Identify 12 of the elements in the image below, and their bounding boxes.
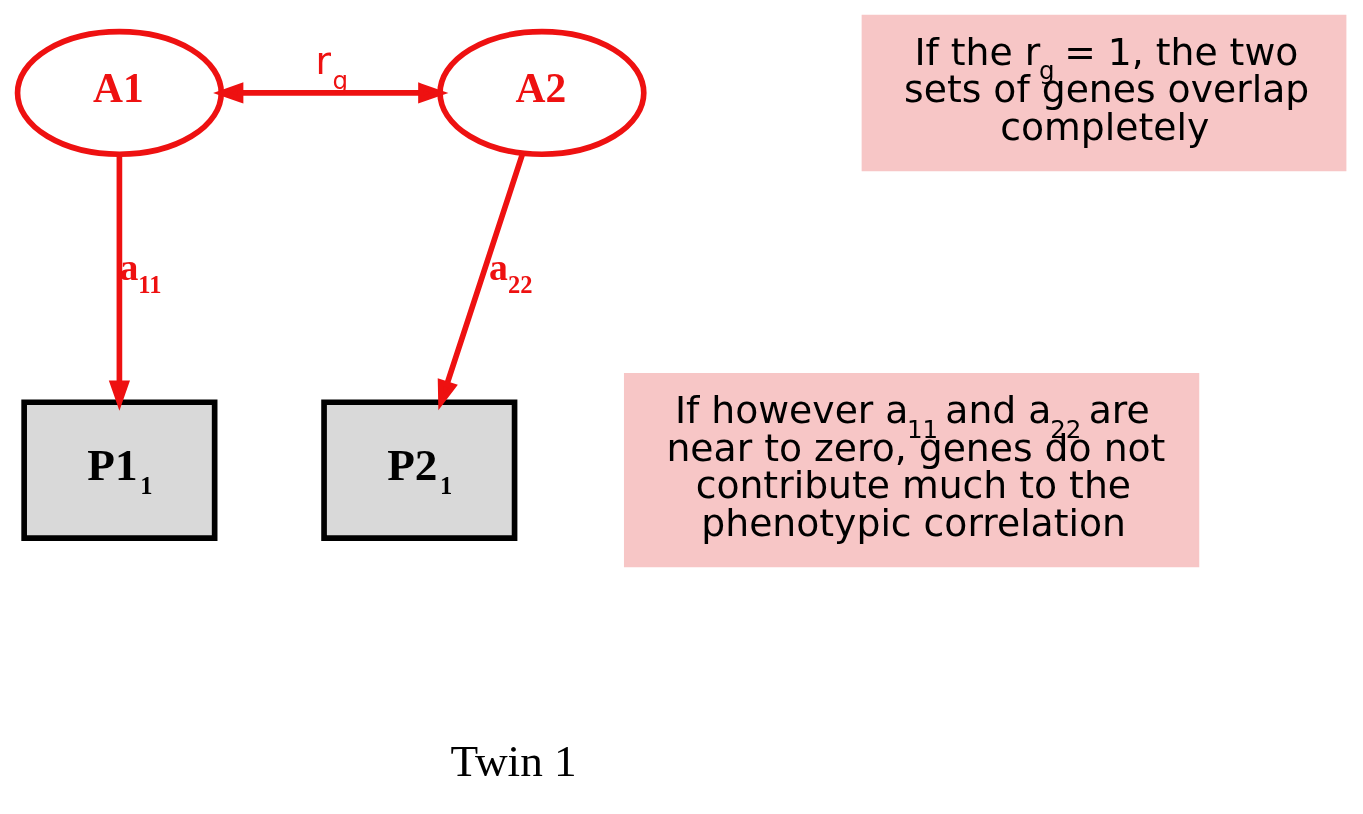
node-box: P1$_{1}$ bbox=[21, 399, 218, 541]
arrow bbox=[437, 152, 526, 411]
node-box: P2$_{1}$ bbox=[321, 399, 518, 541]
edge-label: a$_{11}$ bbox=[119, 245, 162, 299]
node-ellipse: A1 bbox=[14, 28, 225, 158]
label: Twin 1 bbox=[450, 736, 577, 787]
edge-label: a$_{22}$ bbox=[489, 245, 533, 299]
arrow bbox=[108, 154, 130, 411]
node-box: If however a$_{11}$ and a$_{22}$ are near to zero, genes do not contribute much to the phenotypic correlation bbox=[623, 373, 1200, 568]
arrow bbox=[213, 82, 449, 104]
node-box: If the r$_{g}$ = 1, the two sets of genes overlap completely bbox=[861, 14, 1347, 172]
node-ellipse: A2 bbox=[437, 28, 647, 158]
